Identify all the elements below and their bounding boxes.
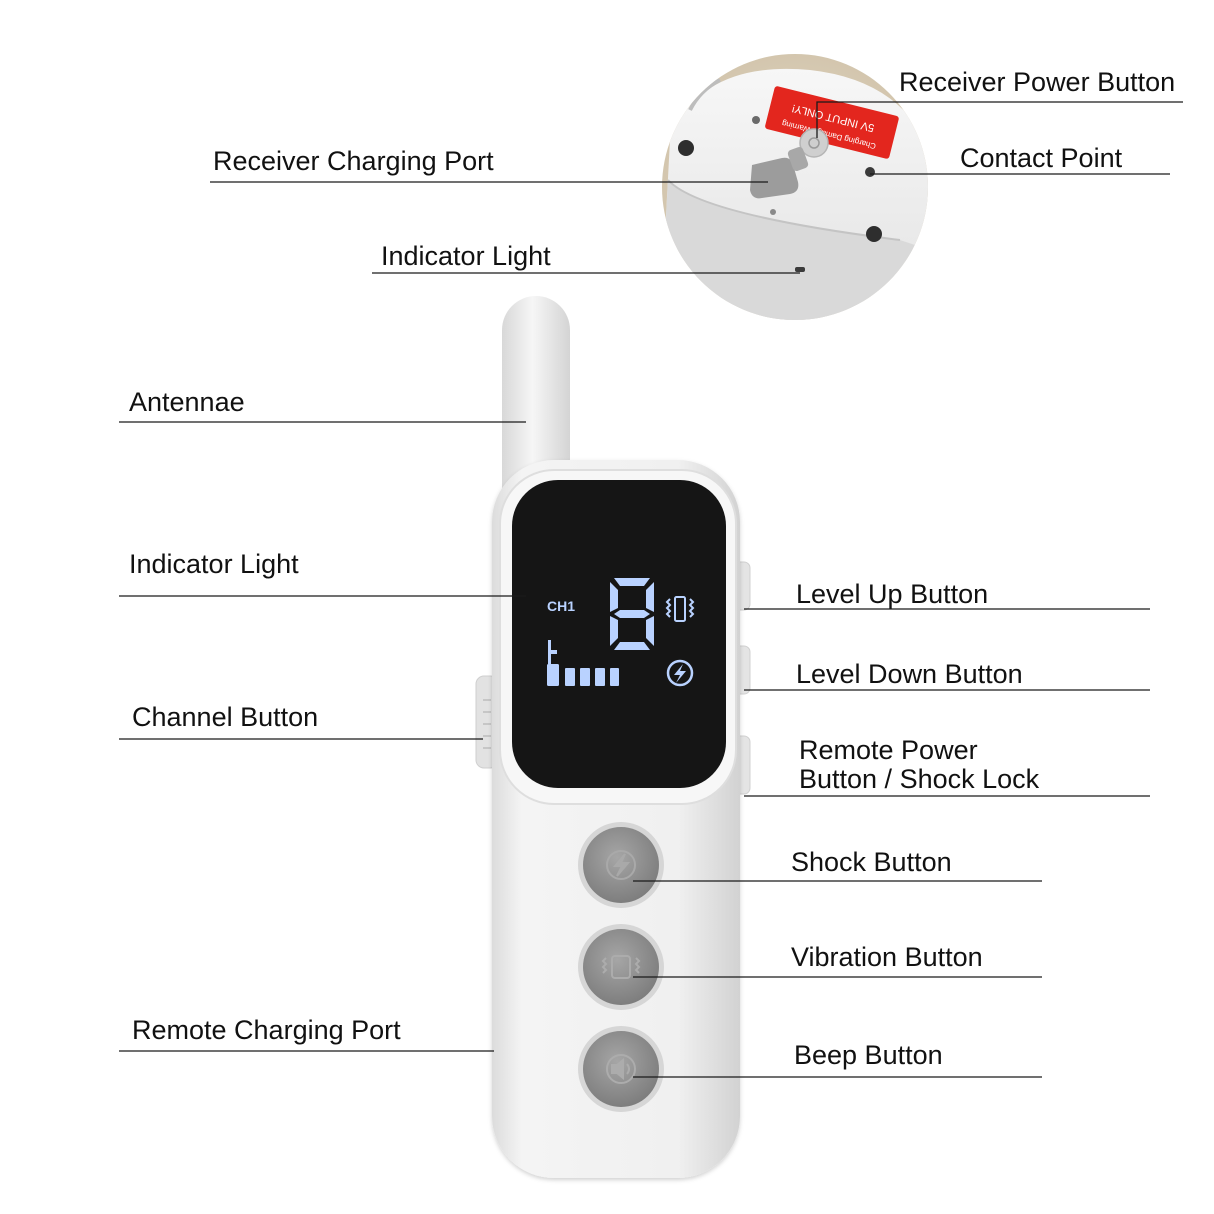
receiver-power-button-shape[interactable]	[799, 128, 829, 158]
label-shock-button: Shock Button	[791, 847, 952, 877]
label-beep-button: Beep Button	[794, 1040, 943, 1070]
label-receiver-power-button: Receiver Power Button	[899, 67, 1176, 97]
label-antennae: Antennae	[129, 387, 245, 417]
label-level-up-button: Level Up Button	[796, 579, 989, 609]
vibration-icon	[601, 955, 641, 979]
vibration-icon	[665, 596, 695, 622]
lcd-digit	[610, 578, 654, 650]
shock-button-shape[interactable]	[578, 822, 664, 908]
antenna-signal-icon	[547, 640, 619, 686]
vibration-button-shape[interactable]	[578, 924, 664, 1010]
leader-receiver-power	[816, 101, 1183, 138]
receiver-photo: 5V INPUT ONLY! Charging Damage Warning	[662, 54, 928, 320]
contact-point-shape	[865, 167, 875, 177]
leader-lines	[119, 101, 1183, 1078]
label-receiver-charging-port: Receiver Charging Port	[213, 146, 494, 176]
remote-device: CH1	[475, 296, 751, 1178]
label-level-down-button: Level Down Button	[796, 659, 1023, 689]
label-remote-charging-port: Remote Charging Port	[132, 1015, 401, 1045]
label-remote-indicator-light: Indicator Light	[129, 549, 299, 579]
label-receiver-indicator-light: Indicator Light	[381, 241, 551, 271]
receiver-charging-port-shape[interactable]	[750, 157, 799, 199]
power-icon	[808, 137, 820, 149]
beep-button-shape[interactable]	[578, 1026, 664, 1112]
lcd-screen	[512, 480, 726, 788]
receiver-indicator-light-shape	[795, 267, 805, 272]
label-contact-point: Contact Point	[960, 143, 1123, 173]
lcd-channel-text: CH1	[547, 598, 575, 614]
label-remote-power-line2: Button / Shock Lock	[799, 764, 1040, 794]
lightning-circle-icon	[666, 659, 694, 687]
lightning-circle-icon	[606, 850, 636, 880]
label-remote-power-line1: Remote Power	[799, 735, 978, 765]
speaker-icon	[606, 1054, 636, 1084]
label-vibration-button: Vibration Button	[791, 942, 983, 972]
label-channel-button: Channel Button	[132, 702, 319, 732]
